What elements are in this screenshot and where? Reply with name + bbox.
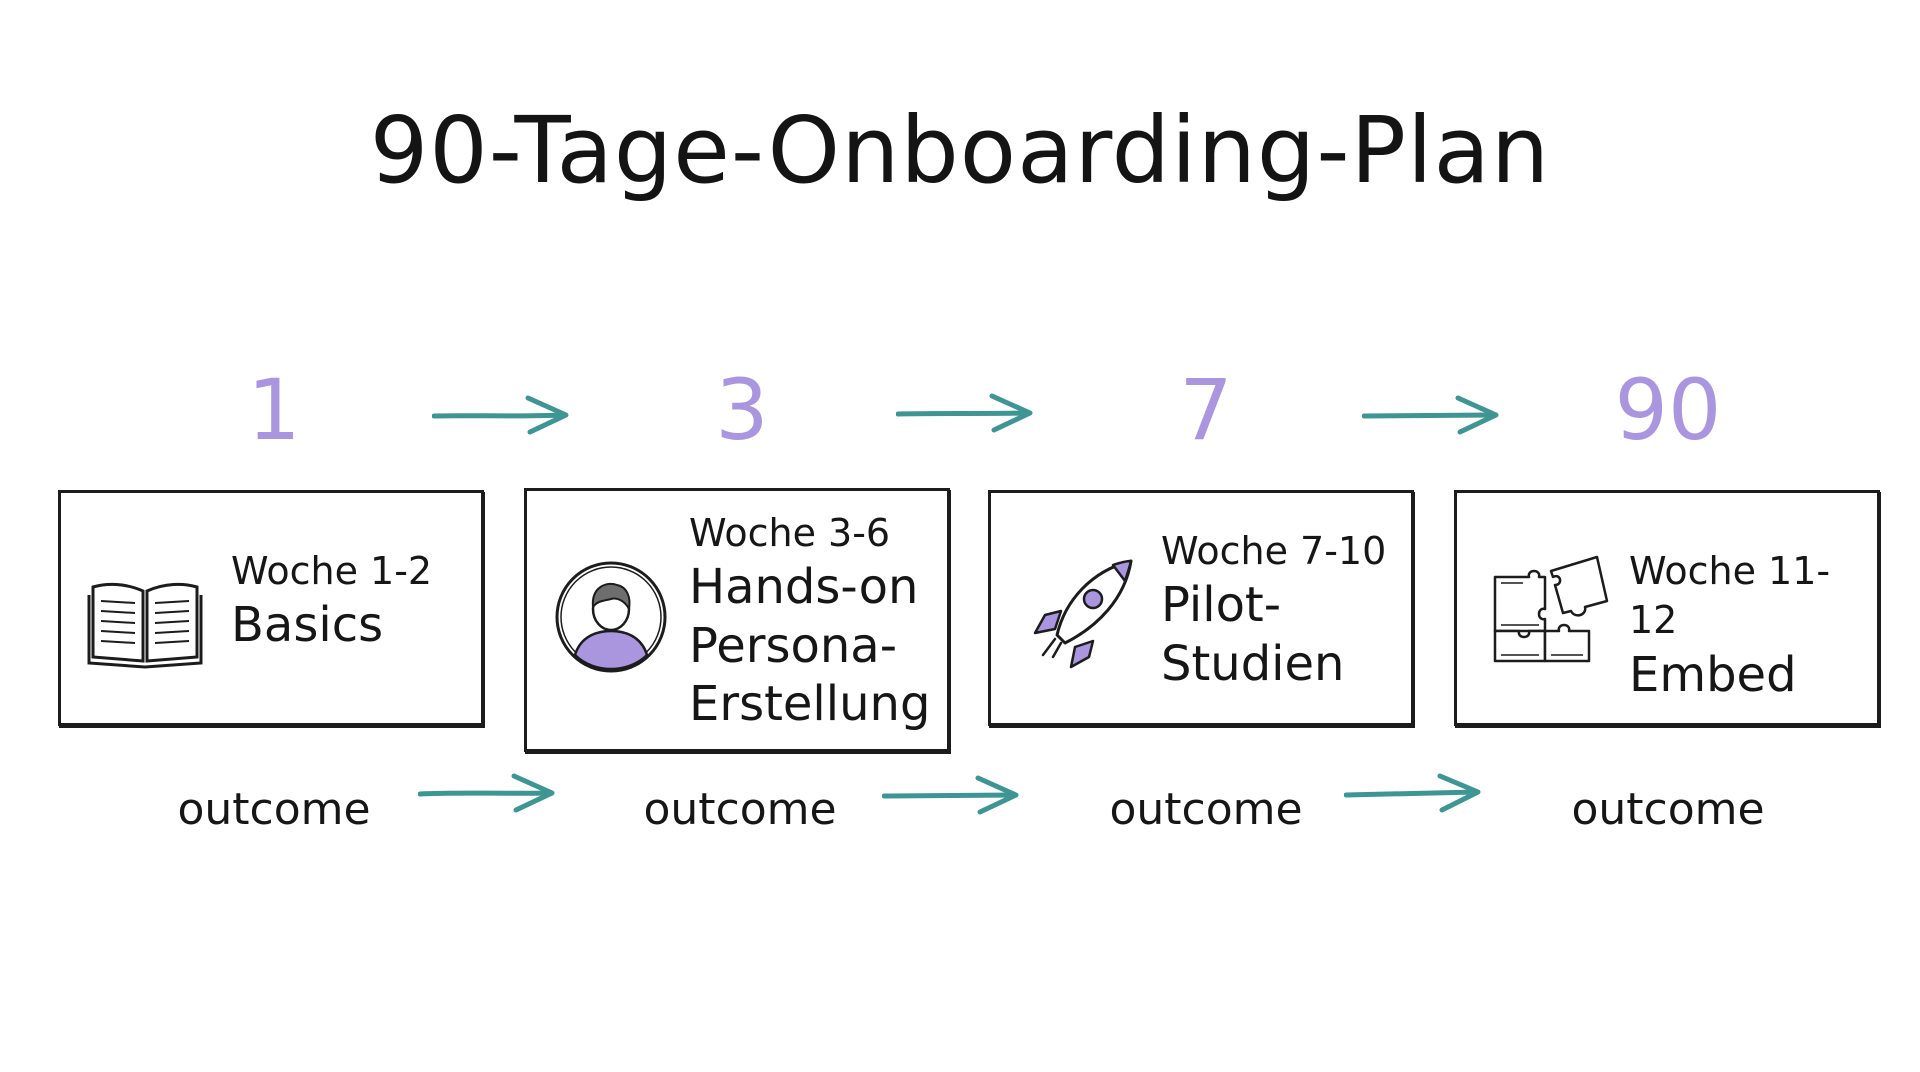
step-week: Woche 3-6 [689,511,891,555]
arrow-right-icon [1344,773,1481,813]
arrow-right-icon [432,395,569,435]
puzzle-icon [1493,555,1609,663]
day-number-90: 90 [1614,361,1722,459]
step-card-1: Woche 1-2 Basics [58,490,484,726]
step-card-2: Woche 3-6 Hands-on Persona- Erstellung [524,488,950,752]
arrow-right-icon [418,773,555,813]
step-label: Embed [1629,646,1797,703]
day-number-1: 1 [247,361,301,459]
outcome-label: outcome [177,784,371,835]
rocket-icon [1033,559,1133,669]
step-card-3: Woche 7-10 Pilot- Studien [988,490,1414,726]
arrow-right-icon [1362,395,1499,435]
step-week: Woche 11-12 [1629,549,1831,643]
step-label: Persona- [689,617,898,674]
day-number-7: 7 [1179,361,1233,459]
page-title: 90-Tage-Onboarding-Plan [369,97,1551,204]
arrow-right-icon [896,393,1033,433]
outcome-label: outcome [1571,784,1765,835]
step-label: Studien [1161,635,1345,692]
step-label: Hands-on [689,559,919,616]
step-card-4: Woche 11-12 Embed [1454,490,1880,726]
step-week: Woche 7-10 [1161,529,1387,573]
day-number-3: 3 [715,361,769,459]
outcome-label: outcome [1109,784,1303,835]
step-label: Basics [231,597,384,654]
arrow-right-icon [882,775,1019,815]
step-week: Woche 1-2 [231,549,433,593]
person-avatar-icon [555,561,667,673]
step-label: Pilot- [1161,577,1282,634]
step-label: Erstellung [689,676,931,733]
open-book-icon [87,582,203,669]
outcome-label: outcome [643,784,837,835]
